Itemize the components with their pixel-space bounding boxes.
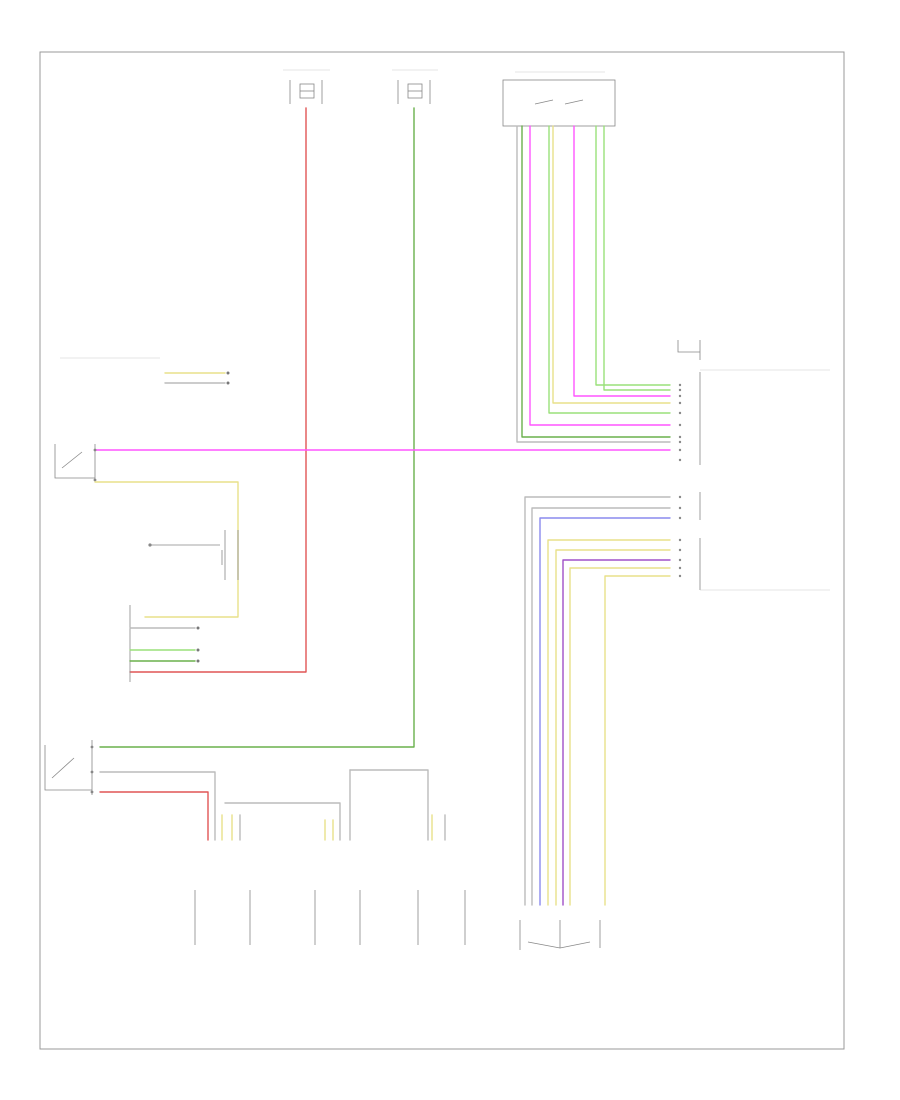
- wire-top-magenta-2: [573, 125, 671, 397]
- wire-lower-yellow-1: [547, 539, 671, 906]
- wire-top-lightgreen-3: [603, 125, 671, 391]
- top-connector-switches: [534, 99, 584, 105]
- wire-top-gray: [516, 125, 671, 443]
- fuse-box-left: [283, 69, 330, 104]
- bottom-module-right: [417, 814, 466, 945]
- bottom-right-sensor: [519, 920, 601, 950]
- wire-lower-yellow-4: [604, 575, 671, 906]
- wire-lower-blue: [539, 517, 671, 906]
- wire-top-yellow: [552, 125, 671, 404]
- left-top-connector: [60, 357, 230, 385]
- wire-lower-yellow-3: [569, 567, 671, 906]
- diagram-frame: [39, 51, 845, 1050]
- wire-top-magenta-1: [529, 125, 671, 426]
- wire-red-neutral: [99, 791, 209, 841]
- wire-top-lightgreen-1: [548, 125, 671, 414]
- wire-yellow-switch: [94, 481, 239, 618]
- wire-gray-splice: [224, 769, 351, 841]
- bottom-module-middle: [314, 819, 361, 945]
- neutral-switch: [44, 740, 94, 795]
- wire-lower-gray-2: [531, 507, 671, 906]
- control-unit-right: [677, 340, 830, 591]
- wire-top-lightgreen-2: [595, 125, 671, 386]
- wire-lower-yellow-2: [555, 549, 671, 906]
- wire-green-main: [99, 107, 415, 748]
- wire-gray-splice-right: [349, 769, 429, 841]
- left-switch-upper: [54, 444, 97, 482]
- wire-red-main: [129, 107, 307, 673]
- front-module: [129, 605, 200, 682]
- wire-gray-neutral: [99, 771, 216, 841]
- pedal-sensor: [148, 530, 239, 580]
- fuse-box-middle: [392, 69, 438, 104]
- control-unit-pins: [678, 383, 682, 578]
- wire-top-green-1: [521, 125, 671, 438]
- top-connector-block: [502, 79, 616, 127]
- wire-lower-purple: [562, 559, 671, 906]
- wire-lower-gray-1: [524, 496, 671, 906]
- bottom-module-left: [194, 814, 251, 945]
